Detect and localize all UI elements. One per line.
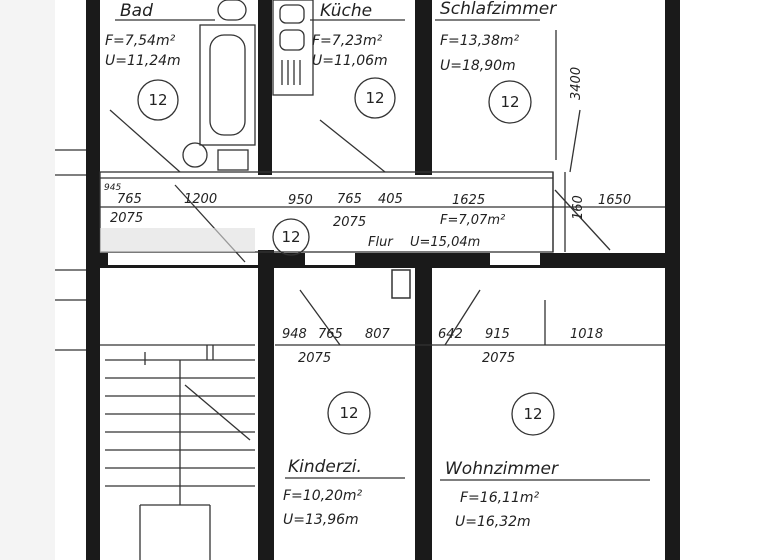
- left-margin-lines: [55, 149, 88, 351]
- dim-bottom-left-height: 2075: [298, 351, 331, 366]
- room-perimeter-bad: U=11,24m: [105, 53, 181, 69]
- room-perimeter-flur: U=15,04m: [410, 235, 480, 250]
- dim-bottom-left-2: 765: [318, 327, 343, 342]
- room-perimeter-wohnzimmer: U=16,32m: [455, 514, 531, 530]
- dim-bottom-left-3: 807: [365, 327, 391, 342]
- room-marker-circle: [272, 218, 310, 256]
- dim-flur-5: 765: [337, 192, 362, 207]
- room-marker-circle: [488, 80, 532, 124]
- dim-flur-1: 945: [104, 183, 121, 193]
- room-perimeter-schlafzimmer: U=18,90m: [440, 58, 516, 74]
- chimney: [391, 269, 411, 299]
- room-marker-kueche: 12: [365, 89, 384, 107]
- dim-flur-door-2: 2075: [333, 215, 366, 230]
- dim-flur-4: 950: [288, 193, 313, 208]
- walls: [86, 0, 680, 560]
- dim-bottom-right-3: 1018: [570, 327, 603, 342]
- room-marker-bad: 12: [148, 91, 167, 109]
- dim-bottom-right-height: 2075: [482, 351, 515, 366]
- dim-bottom-right-1: 642: [438, 327, 463, 342]
- dim-flur-3: 1200: [184, 192, 217, 207]
- room-marker-wohnzimmer: 12: [523, 405, 542, 423]
- room-name-wohnzimmer: Wohnzimmer: [445, 459, 559, 479]
- room-marker-circle: [137, 79, 179, 121]
- dim-flur-door-1: 2075: [110, 211, 143, 226]
- dim-flur-6: 405: [378, 192, 403, 207]
- dim-flur-vertical: 160: [571, 195, 586, 220]
- room-name-bad: Bad: [120, 1, 153, 21]
- room-area-kinderzimmer: F=10,20m²: [283, 488, 363, 504]
- kitchen-counter: [272, 0, 314, 96]
- dim-bottom-left-1: 948: [282, 327, 307, 342]
- room-area-wohnzimmer: F=16,11m²: [460, 490, 540, 506]
- room-name-flur: Flur: [368, 235, 394, 250]
- dim-flur-7: 1625: [452, 193, 485, 208]
- dimension-lines: [275, 289, 665, 346]
- dim-flur-2: 765: [117, 192, 142, 207]
- dim-bottom-right-2: 915: [485, 327, 510, 342]
- room-name-kueche: Küche: [320, 1, 372, 21]
- bathtub: [182, 0, 256, 171]
- room-marker-circle: [327, 391, 371, 435]
- room-marker-circle: [511, 392, 555, 436]
- room-marker-flur: 12: [281, 228, 300, 246]
- room-marker-schlafzimmer: 12: [500, 93, 519, 111]
- staircase: [100, 344, 255, 560]
- room-perimeter-kueche: U=11,06m: [312, 53, 388, 69]
- room-marker-kinderzimmer: 12: [339, 404, 358, 422]
- room-marker-circle: [354, 77, 396, 119]
- room-perimeter-kinderzimmer: U=13,96m: [283, 512, 359, 528]
- room-area-flur: F=7,07m²: [440, 213, 505, 228]
- room-area-kueche: F=7,23m²: [312, 33, 383, 49]
- scan-margin: [0, 0, 55, 560]
- corridor-outline: [99, 109, 665, 263]
- dim-schlaf-depth: 3400: [569, 67, 584, 100]
- room-area-schlafzimmer: F=13,38m²: [440, 33, 520, 49]
- room-name-kinderzimmer: Kinderzi.: [288, 457, 362, 477]
- room-name-schlafzimmer: Schlafzimmer: [440, 0, 557, 19]
- room-area-bad: F=7,54m²: [105, 33, 176, 49]
- dim-flur-8: 1650: [598, 193, 631, 208]
